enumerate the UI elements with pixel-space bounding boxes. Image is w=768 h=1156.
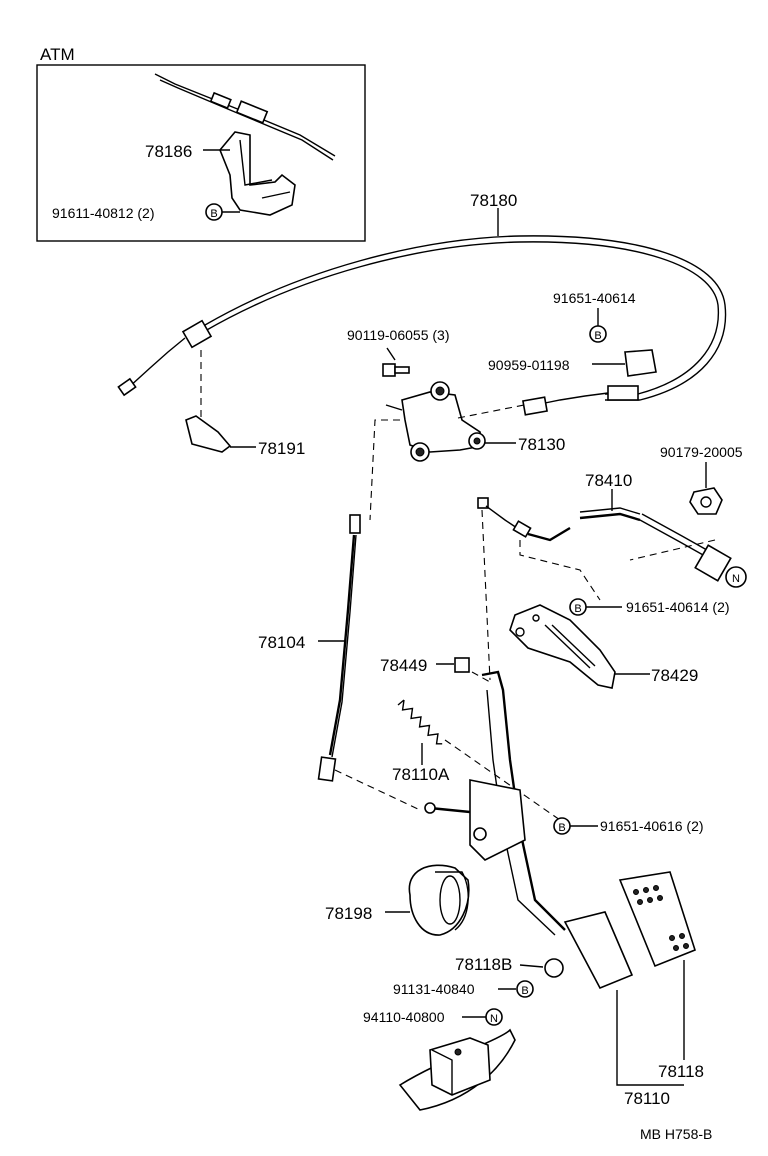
inset-bracket (219, 131, 296, 216)
nut-90179 (689, 487, 723, 515)
atm-inset: ATM 78186 91611-40812 (2) B (36, 45, 366, 242)
label-91131: 91131-40840 (393, 981, 475, 997)
leader-90119 (386, 347, 396, 361)
label-78180: 78180 (470, 191, 517, 210)
inset-title: ATM (40, 45, 75, 64)
pedal-pad-78118 (618, 871, 696, 968)
rod-78104 (317, 514, 361, 782)
label-91651a: 91651-40614 (553, 290, 636, 306)
dash-78449 (471, 671, 491, 683)
label-78410: 78410 (585, 471, 632, 490)
marker-b-91651b-text: B (574, 603, 581, 615)
label-78429: 78429 (651, 666, 698, 685)
hand-throttle-cable: N (477, 497, 747, 588)
marker-b-91651c-text: B (558, 822, 565, 834)
footer-code: MB H758-B (640, 1126, 712, 1142)
accelerator-cable (117, 235, 727, 416)
label-91651b: 91651-40614 (2) (626, 599, 730, 615)
boot-78198 (408, 864, 470, 936)
marker-n-94110 (485, 1008, 503, 1026)
leader-78118B (519, 964, 544, 968)
inset-frame (36, 64, 366, 242)
marker-b-91131-text: B (521, 985, 528, 997)
pedal-arm-78110 (424, 670, 566, 936)
label-90959: 90959-01198 (488, 357, 570, 373)
marker-b-91131 (516, 980, 534, 998)
label-78110: 78110 (624, 1089, 670, 1108)
label-78110A: 78110A (392, 765, 450, 784)
dash-78130-rod (369, 419, 400, 521)
dash-78104 (334, 769, 421, 811)
label-78449: 78449 (380, 656, 427, 675)
label-91611: 91611-40812 (2) (52, 205, 154, 221)
link-78130 (385, 381, 486, 462)
label-78118: 78118 (658, 1062, 704, 1081)
bolt-90119 (382, 363, 410, 377)
stopper-78118B (544, 958, 564, 978)
label-90179: 90179-20005 (660, 444, 743, 460)
marker-b-91651a-text: B (594, 330, 601, 342)
dash-90179 (629, 539, 716, 561)
leader-78110 (616, 990, 684, 1086)
inset-cable (154, 73, 336, 161)
label-78191: 78191 (258, 439, 305, 458)
stopper-78449 (454, 657, 470, 673)
spring-78110A (397, 699, 443, 745)
bracket-78429 (509, 604, 616, 689)
pedal-pad-small (563, 911, 634, 990)
label-78118B: 78118B (455, 955, 512, 974)
label-78186: 78186 (145, 142, 192, 161)
label-94110: 94110-40800 (363, 1009, 445, 1025)
knob-letter: N (732, 573, 740, 585)
label-78104: 78104 (258, 633, 305, 652)
label-90119: 90119-06055 (3) (347, 327, 449, 343)
bracket-78191 (185, 415, 232, 453)
dash-78130-cable (457, 404, 525, 419)
label-78130: 78130 (518, 435, 565, 454)
label-78198: 78198 (325, 904, 372, 923)
marker-n-94110-text: N (490, 1013, 498, 1025)
dash-78410 (519, 540, 601, 601)
marker-b-91651a (589, 325, 607, 343)
cable-clip (624, 349, 657, 377)
dash-78410-pedal (481, 509, 491, 681)
label-91651c: 91651-40616 (2) (600, 818, 704, 834)
marker-b-91611-text: B (210, 208, 217, 220)
floor-mount (398, 1028, 516, 1111)
